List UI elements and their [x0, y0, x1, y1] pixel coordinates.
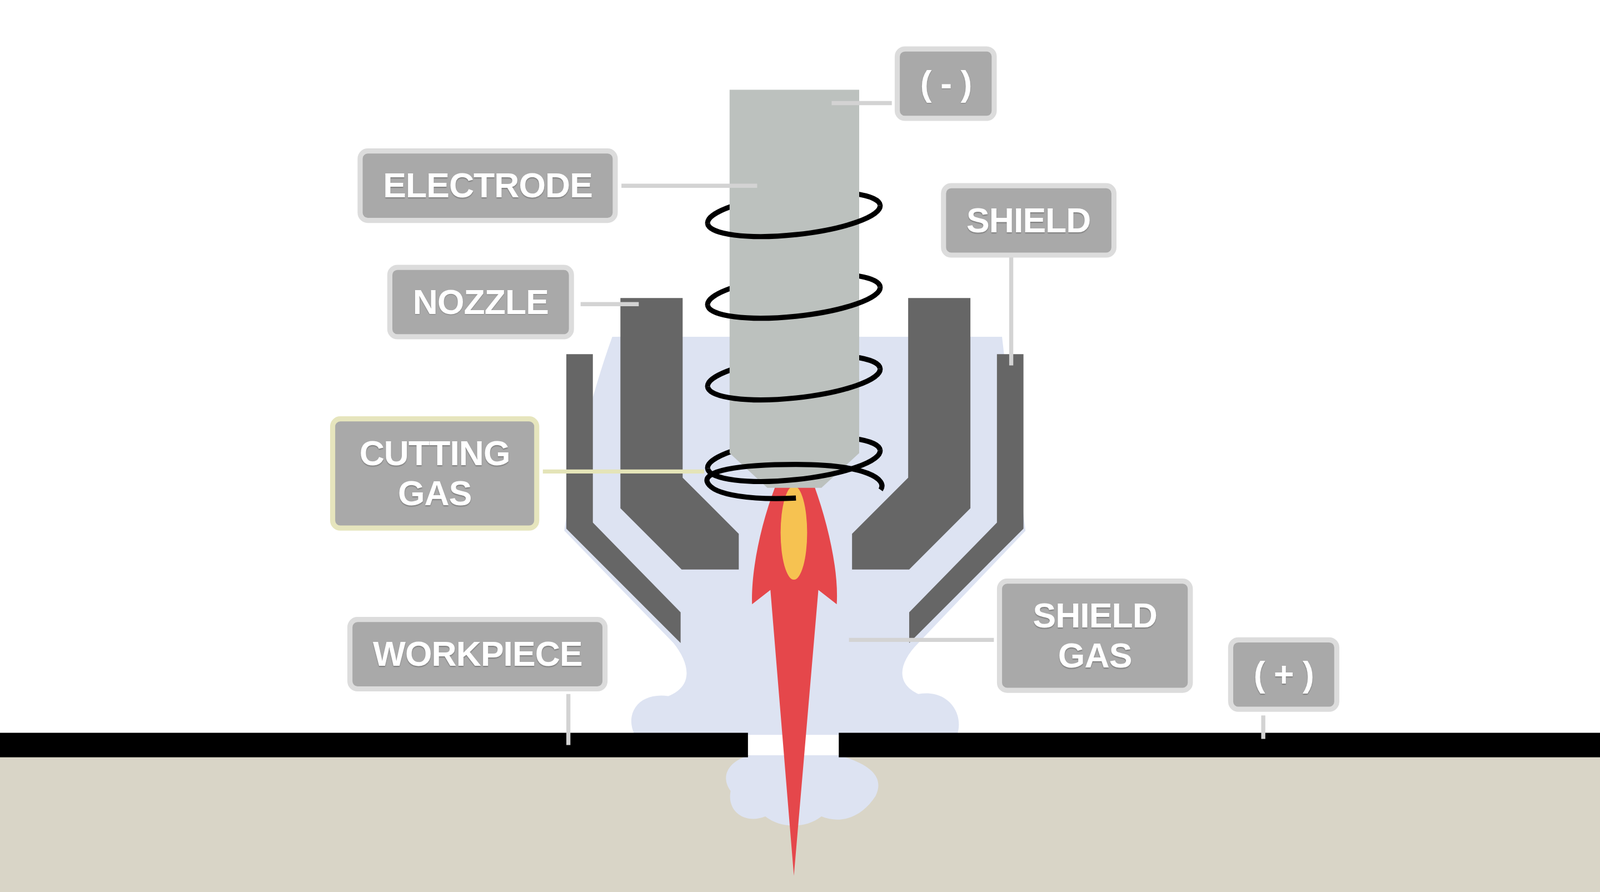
coil-winding [707, 286, 882, 326]
part-label: CUTTING GAS [330, 416, 540, 531]
part-label: ELECTRODE [357, 148, 618, 223]
coil-winding [707, 368, 882, 407]
leader-line [1260, 715, 1265, 739]
coil-front [706, 205, 882, 499]
leader-line [1009, 257, 1014, 366]
leader-line [621, 183, 757, 188]
plasma-arc [751, 485, 837, 876]
part-label: SHIELD [940, 183, 1116, 258]
nozzle [851, 297, 971, 570]
part-label: WORKPIECE [347, 616, 608, 692]
part-label: ( + ) [1228, 637, 1340, 712]
coil-winding [706, 464, 882, 499]
leader-line [566, 694, 571, 746]
workpiece-plate [0, 733, 749, 758]
workpiece-plate [838, 733, 1600, 758]
part-label: ( - ) [894, 46, 998, 121]
leader-line [542, 469, 705, 474]
leader-line [580, 302, 640, 307]
leader-line [831, 101, 892, 106]
coil-winding [707, 205, 882, 244]
electrode [729, 90, 860, 488]
nozzle [620, 297, 739, 570]
leader-line [849, 637, 995, 642]
leader-lines [542, 102, 1264, 745]
part-label: NOZZLE [387, 264, 575, 340]
part-label: SHIELD GAS [997, 578, 1194, 694]
